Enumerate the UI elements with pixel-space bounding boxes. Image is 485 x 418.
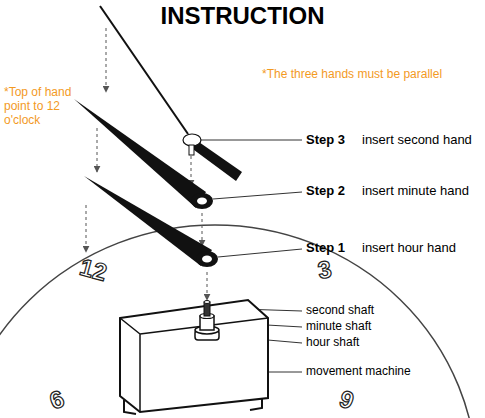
- clock-face: [0, 225, 477, 418]
- part-label: hour shaft: [306, 336, 359, 350]
- part-label: movement machine: [306, 365, 411, 379]
- note: *The three hands must be parallel: [262, 68, 442, 82]
- part-label: minute shaft: [306, 320, 371, 334]
- step-number: Step 3: [306, 133, 345, 148]
- step-text: insert minute hand: [362, 184, 469, 199]
- second-hand: [100, 6, 242, 181]
- step-number: Step 1: [306, 241, 345, 256]
- part-label: second shaft: [306, 304, 374, 318]
- step-text: insert hour hand: [362, 241, 456, 256]
- step-text: insert second hand: [362, 133, 472, 148]
- step-number: Step 2: [306, 184, 345, 199]
- shafts: [195, 301, 219, 341]
- hour-hand: [84, 176, 218, 267]
- minute-hand: [74, 99, 213, 209]
- movement-machine: [120, 300, 268, 414]
- title: INSTRUCTION: [0, 2, 485, 30]
- note: *Top of hand point to 12 o'clock: [4, 86, 78, 127]
